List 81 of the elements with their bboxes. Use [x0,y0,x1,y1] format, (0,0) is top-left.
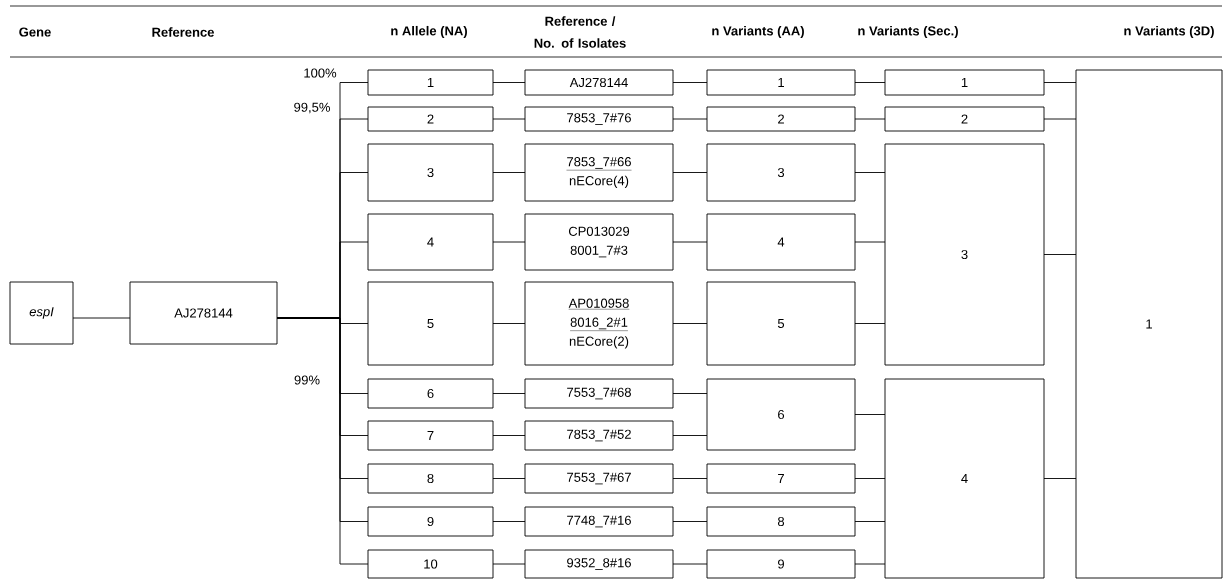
text-box: AP010958 8016_2#1 nECore(2) [524,281,674,366]
text-box: 9352_8#16 [524,549,674,579]
connector-line [672,323,708,324]
connector-line [672,118,708,120]
text-box: 2 [706,106,856,132]
text-box: 9 [706,549,856,579]
text-box: 7553_7#67 [524,463,674,494]
text-box: 7748_7#16 [524,506,674,537]
text-box: 5 [367,281,494,366]
text-box: 3 [884,143,1045,366]
connector-line [492,323,526,324]
column-header: Reference / No. of Isolates [534,16,626,48]
text-box: 7 [367,420,494,451]
connector-line [854,563,886,565]
connector-line [1043,478,1077,479]
connector-line [672,563,708,565]
connector-line [492,82,526,83]
text-box: 1 [367,69,494,96]
column-header: n Variants (Sec.) [858,25,958,39]
column-header: Gene [19,27,51,37]
text-box: 7553_7#68 [524,378,674,409]
connector-line [672,82,708,83]
connector-line [276,317,369,565]
text-box: 2 [367,106,494,132]
text-box: 1 [884,69,1045,96]
connector-line [854,82,886,83]
column-header: Reference [152,27,214,37]
connector-line [672,521,708,522]
percent-label: 99,5% [294,102,330,114]
text-box: 7 [706,463,856,494]
connector-line [672,393,708,394]
connector-line [672,241,708,243]
connector-line [854,118,886,120]
connector-line [492,563,526,565]
connector-line [492,435,526,436]
connector-line [492,118,526,120]
connector-line [72,317,131,319]
text-box: 4 [706,213,856,271]
column-header: n Variants (3D) [1124,25,1214,39]
connector-line [1043,82,1077,83]
text-box: 10 [367,549,494,579]
connector-line [492,241,526,243]
column-header: n Allele (NA) [391,25,467,39]
connector-line [492,521,526,522]
text-box: 8 [706,506,856,537]
text-box: 5 [706,281,856,366]
percent-label: 100% [304,68,337,78]
text-box: 4 [884,378,1045,579]
connector-line [672,172,708,173]
text-box: 7853_7#66 nECore(4) [524,143,674,202]
text-box: 3 [706,143,856,202]
text-box: CP013029 8001_7#3 [524,213,674,271]
text-box: AJ278144 [524,69,674,96]
text-box: 8 [367,463,494,494]
connector-line [672,435,708,436]
connector-line [854,241,886,243]
text-box: 3 [367,143,494,202]
connector-line [492,478,526,479]
connector-line [854,172,886,173]
text-box: 9 [367,506,494,537]
connector-line [854,323,886,324]
text-box: 1 [706,69,856,96]
connector-line [1043,118,1077,120]
text-box: 6 [367,378,494,409]
connector-line [492,172,526,173]
connector-line [492,393,526,394]
column-header: n Variants (AA) [712,25,804,39]
text-box: AJ278144 [129,281,278,345]
connector-line [1043,254,1077,255]
connector-line [854,521,886,522]
connector-line [854,478,886,479]
text-box: 1 [1075,69,1223,579]
text-box: 7853_7#52 [524,420,674,451]
text-box: 6 [706,378,856,451]
connector-line [672,478,708,479]
percent-label: 99% [294,375,320,385]
text-box: 2 [884,106,1045,132]
text-box: espI [9,281,74,345]
text-box: 4 [367,213,494,271]
text-box: 7853_7#76 [524,106,674,132]
connector-line [854,414,886,415]
